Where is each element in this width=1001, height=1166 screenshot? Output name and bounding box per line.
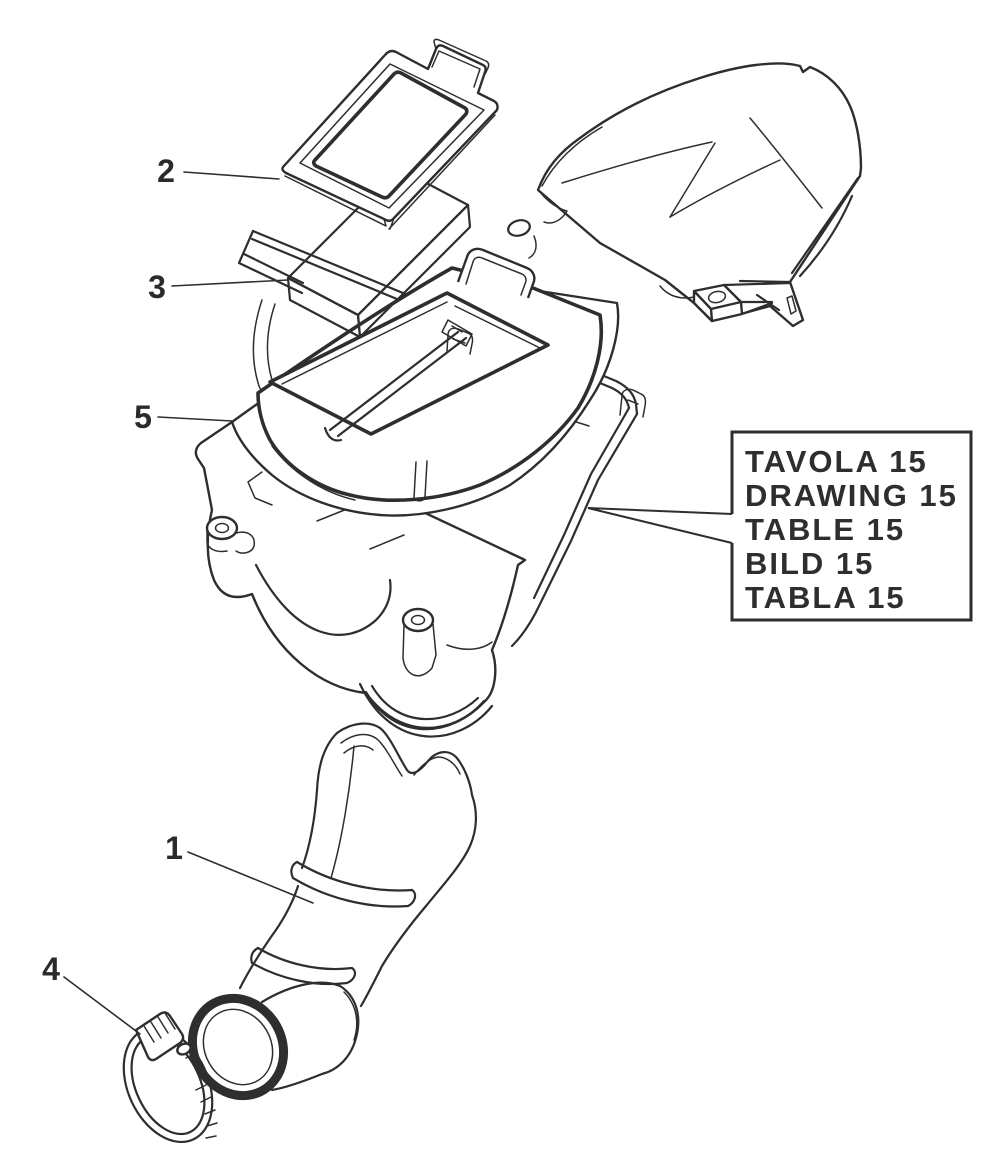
airbox-body bbox=[194, 420, 527, 738]
filter-right-face bbox=[356, 203, 472, 339]
cowl-right-edge-inner bbox=[790, 176, 860, 278]
plate-line-1: TAVOLA 15 bbox=[745, 444, 928, 479]
lid-handle bbox=[456, 247, 536, 299]
body-saddle-curve bbox=[254, 563, 392, 636]
cowl-outline bbox=[536, 62, 863, 328]
frame-thickness bbox=[284, 114, 496, 230]
tray-right-edge bbox=[510, 406, 639, 648]
callout-leaders bbox=[63, 171, 314, 1035]
cowl-crease bbox=[749, 117, 823, 209]
cowl-crease bbox=[669, 159, 781, 218]
tray-hole bbox=[507, 219, 531, 237]
tray-left-end bbox=[237, 229, 305, 295]
plate-arrow bbox=[587, 507, 733, 544]
callout-5: 5 bbox=[134, 399, 152, 435]
duct-left-edge bbox=[238, 731, 339, 990]
lid-inner-bevel bbox=[271, 445, 356, 501]
duct-bell-inner-line bbox=[330, 745, 355, 879]
tray-right-corner bbox=[610, 379, 639, 416]
lid-spout bbox=[413, 460, 428, 502]
duct-bell-rim-inner bbox=[340, 733, 461, 777]
rear-cowl bbox=[536, 62, 863, 328]
cowl-slot-tab bbox=[786, 295, 797, 315]
lid-latch-keeper bbox=[446, 327, 474, 355]
body-outline bbox=[194, 420, 527, 730]
frame-tab-inner bbox=[431, 50, 481, 88]
frame-tab-back bbox=[433, 38, 490, 75]
cowl-crease bbox=[561, 141, 713, 184]
mount-lug bbox=[205, 515, 256, 554]
drawing-plate: TAVOLA 15 DRAWING 15 TABLE 15 BILD 15 TA… bbox=[587, 430, 973, 622]
duct-band-upper bbox=[290, 860, 417, 908]
cowl-tip-curl bbox=[539, 191, 568, 224]
intake-duct bbox=[187, 722, 477, 1102]
bracket-arm bbox=[659, 285, 695, 299]
clamp-band-slots bbox=[195, 1084, 218, 1139]
callout-4: 4 bbox=[42, 951, 60, 987]
duct-cylinder bbox=[260, 981, 360, 1092]
bracket-hole bbox=[707, 290, 727, 304]
clamp-screw-threads bbox=[143, 1012, 176, 1043]
lid-flange-notch bbox=[247, 471, 273, 506]
callout-3: 3 bbox=[148, 269, 166, 305]
callout-2: 2 bbox=[157, 153, 175, 189]
lid-recess-panel bbox=[268, 291, 550, 436]
callout-1: 1 bbox=[165, 830, 183, 866]
plate-line-4: BILD 15 bbox=[745, 546, 874, 581]
body-outlet-rim bbox=[358, 682, 494, 738]
frame-opening bbox=[311, 70, 469, 200]
leader-line-2 bbox=[183, 171, 280, 180]
airbox-lid bbox=[230, 247, 620, 517]
cowl-crease bbox=[669, 142, 716, 218]
lid-recess-step bbox=[281, 301, 541, 385]
lid-strap bbox=[323, 330, 468, 442]
duct-band-lower bbox=[250, 946, 357, 986]
tray-hole-curl bbox=[528, 235, 537, 259]
duct-outlet-bore bbox=[202, 1008, 274, 1086]
filter-cover-frame bbox=[281, 38, 499, 230]
plate-line-2: DRAWING 15 bbox=[745, 478, 958, 513]
plate-border bbox=[730, 430, 973, 622]
leader-line-1 bbox=[187, 851, 314, 904]
cowl-top-inner-edge bbox=[541, 126, 603, 187]
plate-box-fill bbox=[732, 432, 971, 620]
body-inner-hook bbox=[446, 641, 493, 650]
body-flange-tick bbox=[316, 508, 405, 550]
plate-line-3: TABLE 15 bbox=[745, 512, 905, 547]
cowl-end-channel bbox=[722, 279, 792, 316]
leader-line-4 bbox=[63, 976, 141, 1035]
mount-lug bbox=[401, 607, 437, 677]
duct-cylinder-inner bbox=[343, 991, 358, 1041]
frame-bevel bbox=[299, 63, 485, 209]
leader-line-5 bbox=[157, 416, 233, 422]
clamp-screw-tip bbox=[185, 1042, 197, 1059]
leader-line-3 bbox=[171, 279, 289, 287]
filter-left-face bbox=[286, 276, 362, 339]
duct-right-edge bbox=[359, 793, 477, 1008]
tray-clip bbox=[619, 388, 647, 418]
lid-handle-inner bbox=[465, 256, 527, 296]
plate-line-5: TABLA 15 bbox=[745, 580, 906, 615]
hose-clamp bbox=[122, 1011, 218, 1144]
